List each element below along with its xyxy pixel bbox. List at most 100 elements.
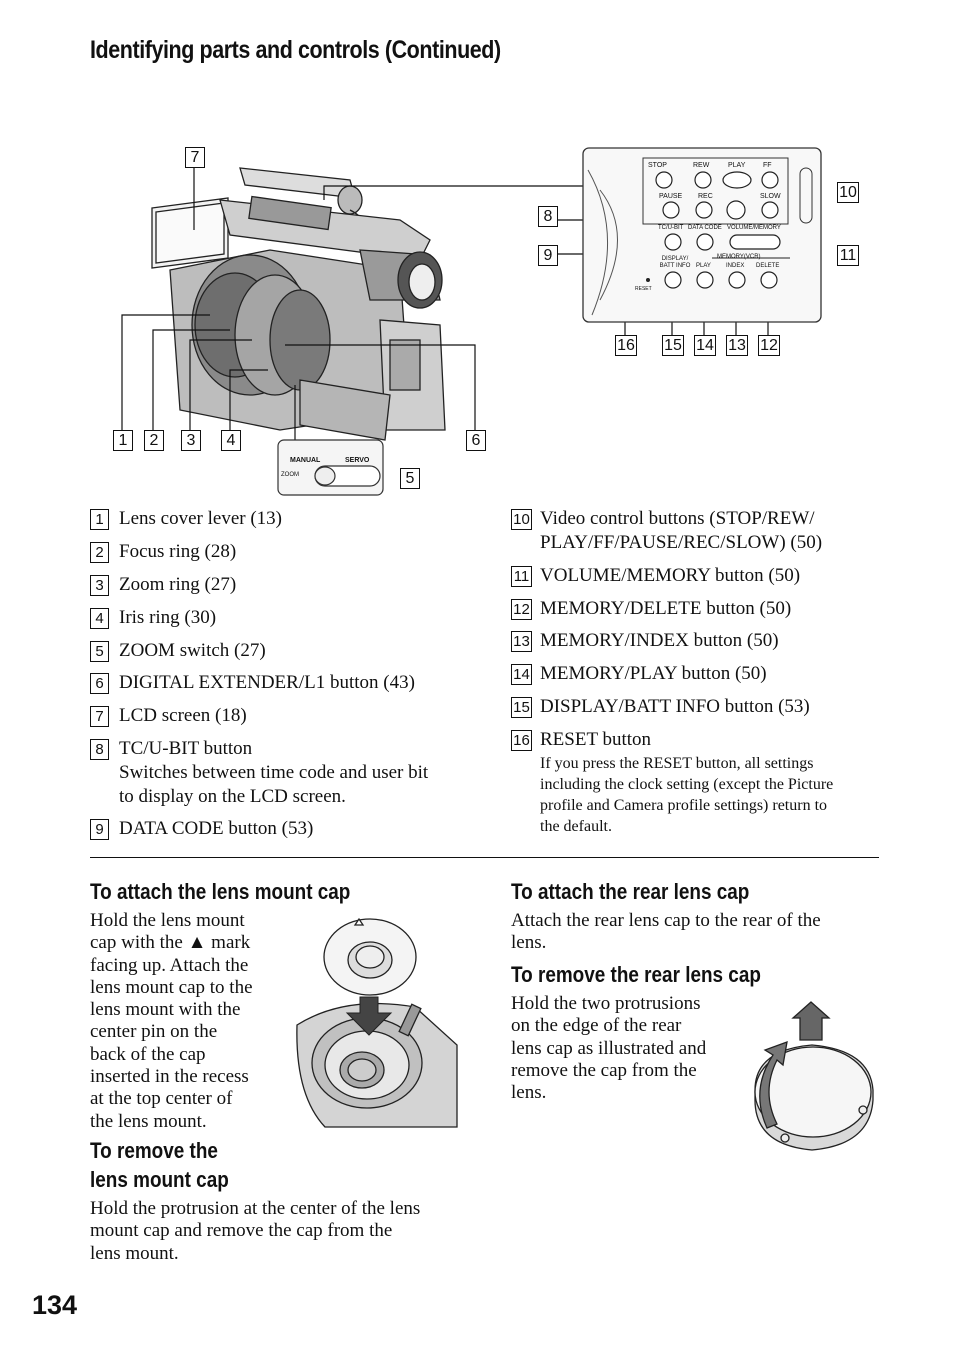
callout-7: 7 bbox=[185, 147, 205, 168]
text-line: the lens mount. bbox=[90, 1110, 207, 1132]
legend-text: MEMORY/PLAY button (50) bbox=[540, 663, 767, 684]
text-line: inserted in the recess bbox=[90, 1066, 249, 1088]
attach-rear-cap-heading: To attach the rear lens cap bbox=[511, 879, 750, 904]
callout-15: 15 bbox=[662, 335, 684, 356]
callout-13: 13 bbox=[726, 335, 748, 356]
legend-text: Iris ring (30) bbox=[119, 607, 217, 628]
panel-label-rec: REC bbox=[698, 193, 713, 200]
panel-label-volume-memory: VOLUME/MEMORY bbox=[727, 225, 781, 231]
panel-label-index: INDEX bbox=[726, 263, 745, 269]
callout-8: 8 bbox=[538, 206, 558, 227]
lens-mount-cap-illustration bbox=[296, 917, 458, 1128]
attach-rear-cap-text: Attach the rear lens cap to the rear of … bbox=[511, 910, 821, 955]
callout-5: 5 bbox=[400, 468, 420, 489]
legend-num: 7 bbox=[90, 706, 109, 727]
text-line: lens. bbox=[511, 932, 547, 954]
camera-illustration bbox=[121, 147, 822, 496]
legend-text: ZOOM switch (27) bbox=[119, 640, 266, 661]
legend-num: 12 bbox=[511, 599, 532, 620]
text-line: lens mount. bbox=[90, 1242, 179, 1264]
legend-num: 13 bbox=[511, 631, 532, 652]
text-line: Hold the protrusion at the center of the… bbox=[90, 1198, 421, 1219]
remove-mount-cap-heading-2: lens mount cap bbox=[90, 1167, 229, 1192]
rear-lens-cap-illustration bbox=[754, 1001, 874, 1151]
callout-6: 6 bbox=[466, 430, 486, 451]
legend-num: 10 bbox=[511, 509, 532, 530]
text-line: on the edge of the rear bbox=[511, 1015, 682, 1037]
attach-mount-cap-heading: To attach the lens mount cap bbox=[90, 879, 351, 904]
text-line: lens. bbox=[511, 1082, 547, 1104]
text-line: back of the cap bbox=[90, 1043, 206, 1065]
reset-note-line: If you press the RESET button, all setti… bbox=[540, 755, 814, 772]
callout-11: 11 bbox=[837, 245, 859, 266]
reset-note-line: the default. bbox=[540, 818, 612, 835]
panel-label-tc-ubit: TC/U-BIT bbox=[658, 225, 684, 231]
legend-num: 3 bbox=[90, 575, 109, 596]
legend-text: TC/U-BIT button bbox=[119, 738, 253, 759]
panel-label-reset: RESET bbox=[635, 286, 652, 292]
panel-label-delete: DELETE bbox=[756, 263, 780, 269]
legend-num: 15 bbox=[511, 697, 532, 718]
remove-rear-cap-heading: To remove the rear lens cap bbox=[511, 962, 761, 987]
section-divider bbox=[90, 857, 879, 858]
text-line: Hold the two protrusions bbox=[511, 993, 701, 1014]
remove-mount-cap-heading-1: To remove the bbox=[90, 1138, 218, 1163]
legend-text: Video control buttons (STOP/REW/ bbox=[540, 508, 815, 529]
legend-text: Zoom ring (27) bbox=[119, 574, 237, 595]
callout-16: 16 bbox=[615, 335, 637, 356]
attach-mount-cap-text: Hold the lens mount cap with the ▲ mark … bbox=[90, 910, 253, 1133]
remove-mount-cap-text: Hold the protrusion at the center of the… bbox=[90, 1198, 420, 1265]
page-number: 134 bbox=[32, 1290, 78, 1320]
text-line: remove the cap from the bbox=[511, 1059, 697, 1081]
text-line: facing up. Attach the bbox=[90, 954, 249, 976]
panel-label-play2: PLAY bbox=[696, 263, 711, 269]
legend-num: 11 bbox=[511, 566, 532, 587]
text-line: lens cap as illustrated and bbox=[511, 1037, 707, 1059]
callout-9: 9 bbox=[538, 245, 558, 266]
text-line: Attach the rear lens cap to the rear of … bbox=[511, 910, 821, 931]
legend-num: 16 bbox=[511, 730, 532, 751]
reset-note-line: profile and Camera profile settings) ret… bbox=[540, 797, 828, 814]
panel-label-play: PLAY bbox=[728, 162, 746, 169]
callout-14: 14 bbox=[694, 335, 716, 356]
zoom-label-servo: SERVO bbox=[345, 457, 370, 464]
legend-text-2: PLAY/FF/PAUSE/REC/SLOW) (50) bbox=[540, 532, 823, 553]
text-line: center pin on the bbox=[90, 1021, 218, 1043]
reset-note: If you press the RESET button, all setti… bbox=[540, 753, 833, 837]
callout-4: 4 bbox=[221, 430, 241, 451]
legend-subtext: Switches between time code and user bit bbox=[119, 762, 429, 783]
legend-num: 14 bbox=[511, 664, 532, 685]
page-title: Identifying parts and controls (Continue… bbox=[90, 36, 501, 64]
legend-text: DATA CODE button (53) bbox=[119, 818, 314, 839]
legend-num: 4 bbox=[90, 608, 109, 629]
callout-2: 2 bbox=[144, 430, 164, 451]
legend-num: 6 bbox=[90, 673, 109, 694]
text-line: cap with the ▲ mark bbox=[90, 932, 251, 954]
legend-text: LCD screen (18) bbox=[119, 705, 247, 726]
legend-text: DIGITAL EXTENDER/L1 button (43) bbox=[119, 672, 415, 693]
legend-text: Focus ring (28) bbox=[119, 541, 237, 562]
text-line: lens mount cap to the bbox=[90, 976, 253, 998]
text-line: at the top center of bbox=[90, 1088, 233, 1110]
legend-num: 1 bbox=[90, 509, 109, 530]
remove-rear-cap-text: Hold the two protrusions on the edge of … bbox=[511, 993, 706, 1104]
legend-subtext: to display on the LCD screen. bbox=[119, 786, 346, 807]
panel-label-display-batt-info: DISPLAY/ BATT INFO bbox=[659, 256, 691, 269]
panel-label-slow: SLOW bbox=[760, 193, 781, 200]
text-line: mount cap and remove the cap from the bbox=[90, 1220, 393, 1242]
legend-text: RESET button bbox=[540, 729, 652, 750]
reset-note-line: including the clock setting (except the … bbox=[540, 776, 834, 793]
text-line: lens mount with the bbox=[90, 999, 241, 1021]
legend-num: 5 bbox=[90, 641, 109, 662]
legend-text: VOLUME/MEMORY button (50) bbox=[540, 565, 801, 586]
callout-12: 12 bbox=[758, 335, 780, 356]
panel-label-pause: PAUSE bbox=[659, 193, 683, 200]
legend-num: 9 bbox=[90, 819, 109, 840]
camera-diagram: STOP REW PLAY FF PAUSE REC SLOW TC/U-BIT… bbox=[100, 140, 880, 500]
panel-label-rew: REW bbox=[693, 162, 710, 169]
panel-label-stop: STOP bbox=[648, 162, 667, 169]
panel-label-memory-vcr: MEMORY(VCR) bbox=[717, 254, 761, 260]
panel-label-data-code: DATA CODE bbox=[688, 225, 722, 231]
legend-text: MEMORY/DELETE button (50) bbox=[540, 598, 792, 619]
zoom-label-zoom: ZOOM bbox=[281, 472, 299, 478]
